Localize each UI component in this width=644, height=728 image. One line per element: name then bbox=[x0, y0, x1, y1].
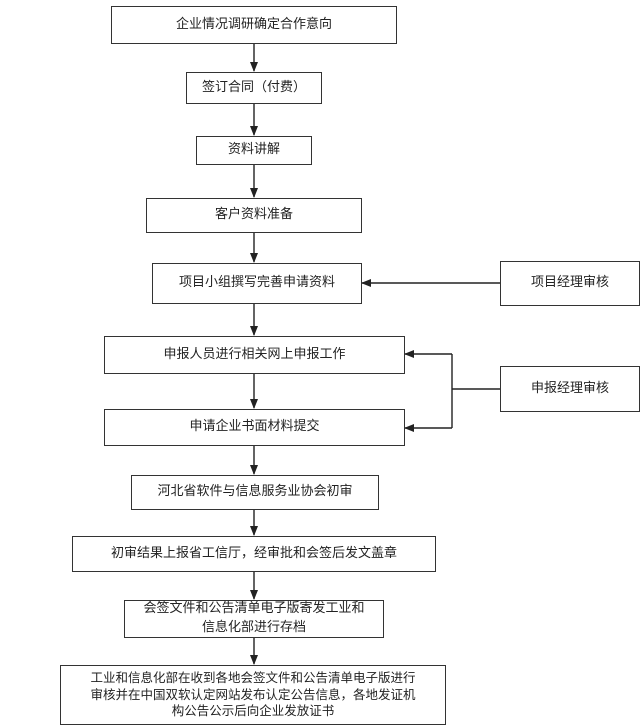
step-1-box: 企业情况调研确定合作意向 bbox=[111, 6, 397, 44]
step-2-label: 签订合同（付费） bbox=[201, 79, 306, 95]
step-8-box: 河北省软件与信息服务业协会初审 bbox=[131, 475, 379, 510]
project-manager-review-box: 项目经理审核 bbox=[500, 261, 640, 306]
step-9-label: 初审结果上报省工信厅，经审批和会签后发文盖章 bbox=[110, 545, 397, 561]
step-10-box: 会签文件和公告清单电子版寄发工业和 信息化部进行存档 bbox=[124, 600, 384, 638]
step-11-box: 工业和信息化部在收到各地会签文件和公告清单电子版进行 审核并在中国双软认定网站发… bbox=[60, 665, 446, 725]
step-2-box: 签订合同（付费） bbox=[186, 72, 322, 104]
step-7-label: 申请企业书面材料提交 bbox=[189, 419, 320, 435]
step-7-box: 申请企业书面材料提交 bbox=[104, 409, 405, 446]
step-4-label: 客户资料准备 bbox=[214, 207, 293, 223]
step-10-label: 会签文件和公告清单电子版寄发工业和 信息化部进行存档 bbox=[143, 601, 365, 635]
step-4-box: 客户资料准备 bbox=[146, 198, 362, 233]
declaration-manager-review-label: 申报经理审核 bbox=[530, 380, 609, 396]
step-9-box: 初审结果上报省工信厅，经审批和会签后发文盖章 bbox=[72, 536, 436, 572]
step-3-label: 资料讲解 bbox=[227, 142, 280, 158]
declaration-manager-review-box: 申报经理审核 bbox=[500, 366, 640, 412]
step-11-label: 工业和信息化部在收到各地会签文件和公告清单电子版进行 审核并在中国双软认定网站发… bbox=[90, 669, 416, 719]
project-manager-review-label: 项目经理审核 bbox=[530, 275, 609, 291]
step-8-label: 河北省软件与信息服务业协会初审 bbox=[157, 484, 353, 500]
step-3-box: 资料讲解 bbox=[196, 136, 312, 165]
step-5-label: 项目小组撰写完善申请资料 bbox=[178, 275, 335, 291]
step-5-box: 项目小组撰写完善申请资料 bbox=[152, 263, 362, 304]
step-6-label: 申报人员进行相关网上申报工作 bbox=[163, 346, 346, 362]
step-6-box: 申报人员进行相关网上申报工作 bbox=[104, 336, 405, 374]
step-1-label: 企业情况调研确定合作意向 bbox=[175, 16, 332, 32]
